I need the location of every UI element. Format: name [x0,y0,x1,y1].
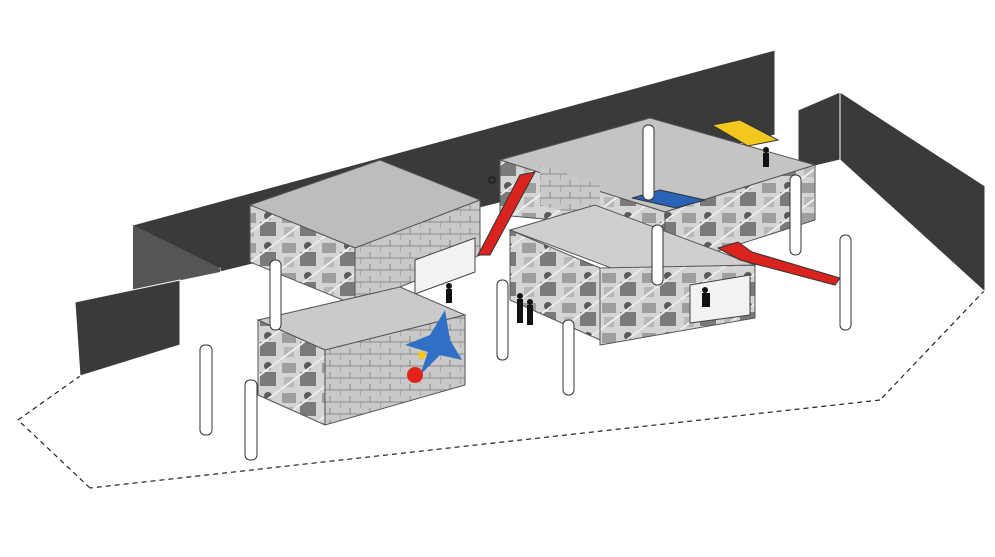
column [642,124,655,201]
people-figures [446,147,769,325]
exhibit-box-middle-right [508,204,757,346]
logo-star [405,310,462,375]
column [789,174,802,256]
column [496,279,509,361]
left-wall [74,279,181,377]
logo-yellow-dot [418,351,426,359]
exhibit-box-front-left [256,286,467,426]
red-ramp-top [477,171,536,256]
exhibit-box-back-right [498,117,817,269]
yellow-panel [710,119,780,147]
column [269,259,282,331]
columns [199,124,852,461]
back-wall-end [133,225,220,290]
column [562,319,575,396]
column [839,234,852,331]
floor-outline [17,289,986,489]
right-wall-return [797,91,841,171]
column [244,379,258,461]
right-wall [839,91,986,294]
logo-red-dot [407,367,423,383]
column [651,224,664,286]
column [199,344,213,436]
